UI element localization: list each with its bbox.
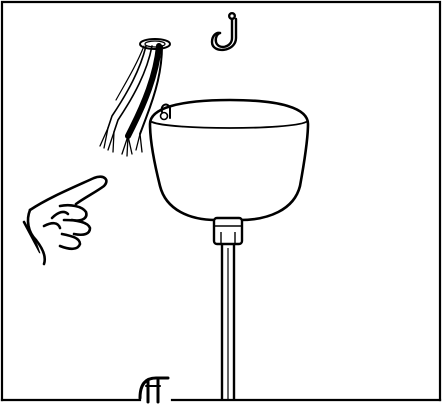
hook-icon [210, 11, 238, 51]
wire-bundle-icon [99, 38, 171, 157]
pendant-rod [220, 244, 236, 401]
ceiling-canopy [148, 98, 310, 222]
bottom-clip-icon [138, 376, 170, 404]
cord-grip [212, 216, 244, 246]
pointing-hand-icon [22, 175, 108, 266]
